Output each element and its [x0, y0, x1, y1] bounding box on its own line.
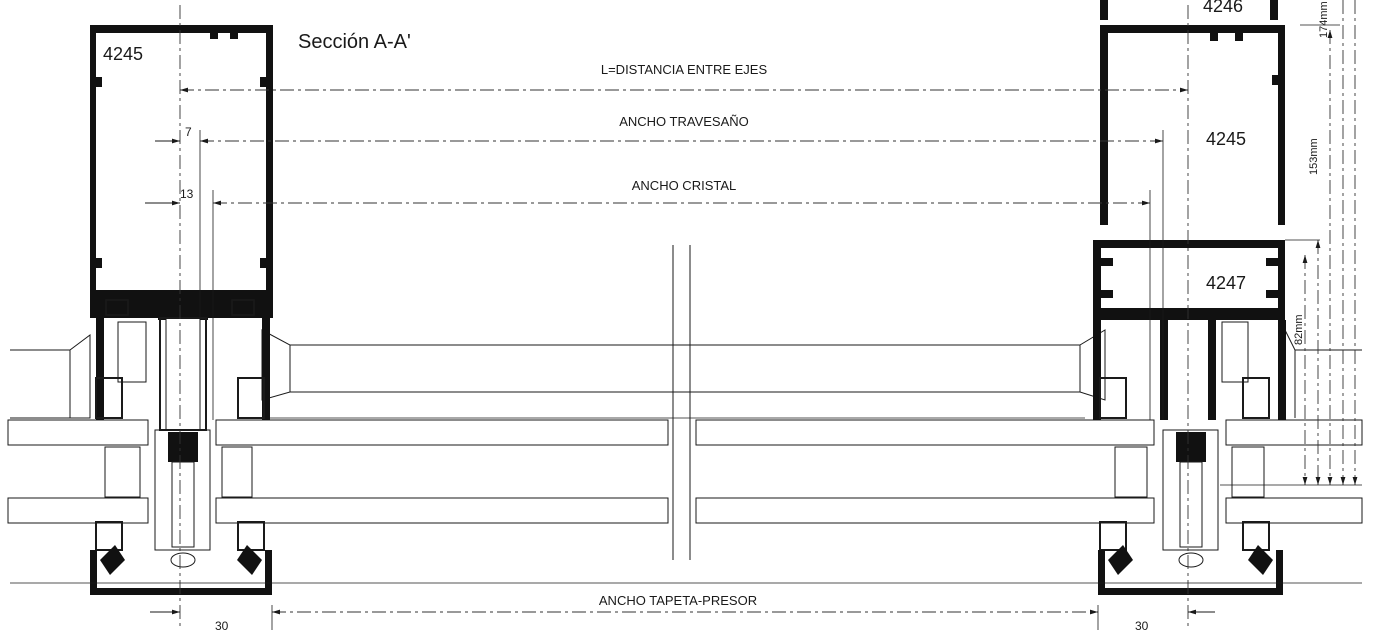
cover-width-label: ANCHO TAPETA-PRESOR [599, 593, 757, 608]
glass-inner-pane-right [1225, 497, 1363, 524]
dimension-lines [145, 0, 1362, 630]
transom-profile [261, 245, 1106, 560]
height-174-label: 174mm [1318, 1, 1330, 38]
axis-lines [10, 5, 1362, 630]
axis-distance-label: L=DISTANCIA ENTRE EJES [601, 62, 768, 77]
labels: Sección A-A' 4245 4246 4245 4247 L=DISTA… [103, 0, 1330, 633]
profile-label-left-mullion: 4245 [103, 44, 143, 64]
profile-label-right-transom: 4247 [1206, 273, 1246, 293]
profile-label-right-top: 4246 [1203, 0, 1243, 16]
profile-label-right-mullion: 4245 [1206, 129, 1246, 149]
right-transom-profile [1093, 240, 1286, 595]
glass-panels [7, 419, 1363, 524]
right-cap-label: 30 [1135, 619, 1149, 633]
glass-outer-pane-center-left [215, 419, 669, 446]
right-top-profile-fragment [1100, 0, 1278, 20]
spacer-left-a [104, 446, 141, 498]
offset-7-label: 7 [185, 125, 192, 139]
spacer-left-b [221, 446, 253, 498]
left-cap-label: 30 [215, 619, 229, 633]
spacer-right-a [1114, 446, 1148, 498]
height-153-label: 153mm [1308, 138, 1320, 175]
left-adjacent-profile [10, 321, 147, 419]
glass-inner-pane-center-right [695, 497, 1155, 524]
height-82-label: 82mm [1293, 314, 1305, 345]
glass-outer-pane-center-right [695, 419, 1155, 446]
transom-width-label: ANCHO TRAVESAÑO [619, 114, 749, 129]
section-title: Sección A-A' [298, 31, 411, 53]
offset-13-label: 13 [180, 187, 194, 201]
glass-outer-pane-left [7, 419, 149, 446]
spacer-right-b [1231, 446, 1265, 498]
right-mullion-profile [1100, 25, 1285, 225]
glass-outer-pane-right [1225, 419, 1363, 446]
glass-inner-pane-left [7, 497, 149, 524]
glass-width-label: ANCHO CRISTAL [632, 178, 737, 193]
left-mullion-profile [90, 25, 273, 595]
glass-inner-pane-center-left [215, 497, 669, 524]
